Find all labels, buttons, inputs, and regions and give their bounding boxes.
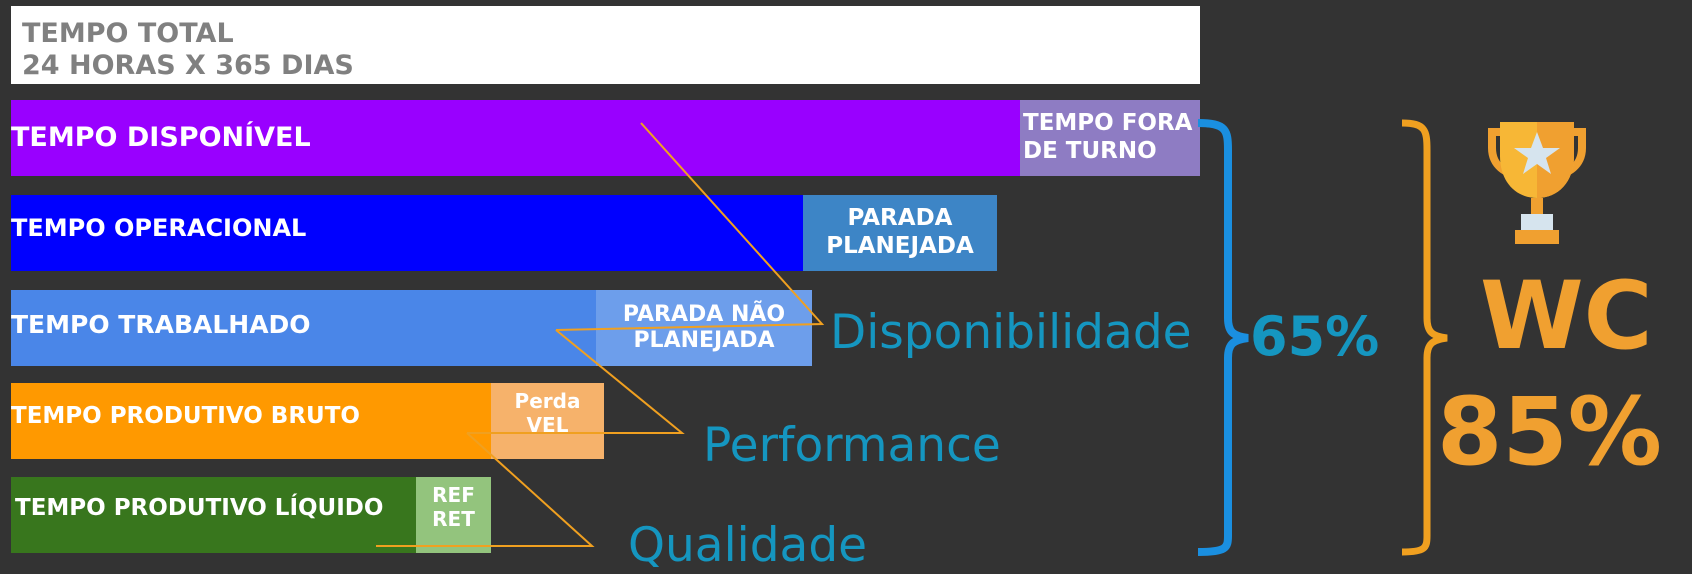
- wc-title: WC: [1480, 262, 1653, 371]
- tempo-disponivel-bar: TEMPO DISPONÍVEL: [11, 100, 1020, 176]
- performance-connector: [467, 329, 685, 434]
- tempo-produtivo-bruto-label: TEMPO PRODUTIVO BRUTO: [11, 403, 360, 429]
- tempo-trabalhado-bar: TEMPO TRABALHADO: [11, 290, 596, 366]
- trophy-icon: [1488, 122, 1586, 244]
- tempo-produtivo-liquido-bar: TEMPO PRODUTIVO LÍQUIDO: [11, 477, 416, 553]
- tempo-disponivel-label: TEMPO DISPONÍVEL: [11, 122, 311, 153]
- tempo-total-bar: TEMPO TOTAL 24 HORAS X 365 DIAS: [11, 6, 1200, 84]
- parada-planejada-box: PARADA PLANEJADA: [803, 195, 997, 271]
- tempo-produtivo-bruto-bar: TEMPO PRODUTIVO BRUTO: [11, 383, 491, 459]
- ref-ret-label: REF RET: [432, 483, 475, 531]
- tempo-total-line1: TEMPO TOTAL: [22, 18, 234, 49]
- tempo-produtivo-liquido-label: TEMPO PRODUTIVO LÍQUIDO: [15, 495, 384, 521]
- qualidade-label: Qualidade: [628, 518, 868, 573]
- tempo-fora-de-turno-box: TEMPO FORA DE TURNO: [1020, 100, 1200, 176]
- wc-value: 85%: [1437, 378, 1662, 487]
- tempo-operacional-bar: TEMPO OPERACIONAL: [11, 195, 803, 271]
- ref-ret-box: REF RET: [416, 477, 491, 553]
- tempo-operacional-label: TEMPO OPERACIONAL: [11, 214, 307, 242]
- performance-label: Performance: [703, 418, 1001, 473]
- tempo-fora-de-turno-label: TEMPO FORA DE TURNO: [1023, 110, 1193, 164]
- oee-percentage: 65%: [1250, 305, 1380, 368]
- parada-nao-planejada-label: PARADA NÃO PLANEJADA: [622, 301, 786, 353]
- disponibilidade-label: Disponibilidade: [830, 305, 1192, 360]
- parada-planejada-label: PARADA PLANEJADA: [826, 205, 974, 259]
- orange-brace: [1401, 119, 1448, 556]
- tempo-trabalhado-label: TEMPO TRABALHADO: [11, 310, 311, 339]
- disponibilidade-connector: [555, 122, 825, 331]
- perda-vel-box: Perda VEL: [491, 383, 604, 459]
- qualidade-connector: [376, 432, 595, 547]
- tempo-total-line2: 24 HORAS X 365 DIAS: [22, 50, 354, 81]
- blue-brace: [1197, 119, 1249, 556]
